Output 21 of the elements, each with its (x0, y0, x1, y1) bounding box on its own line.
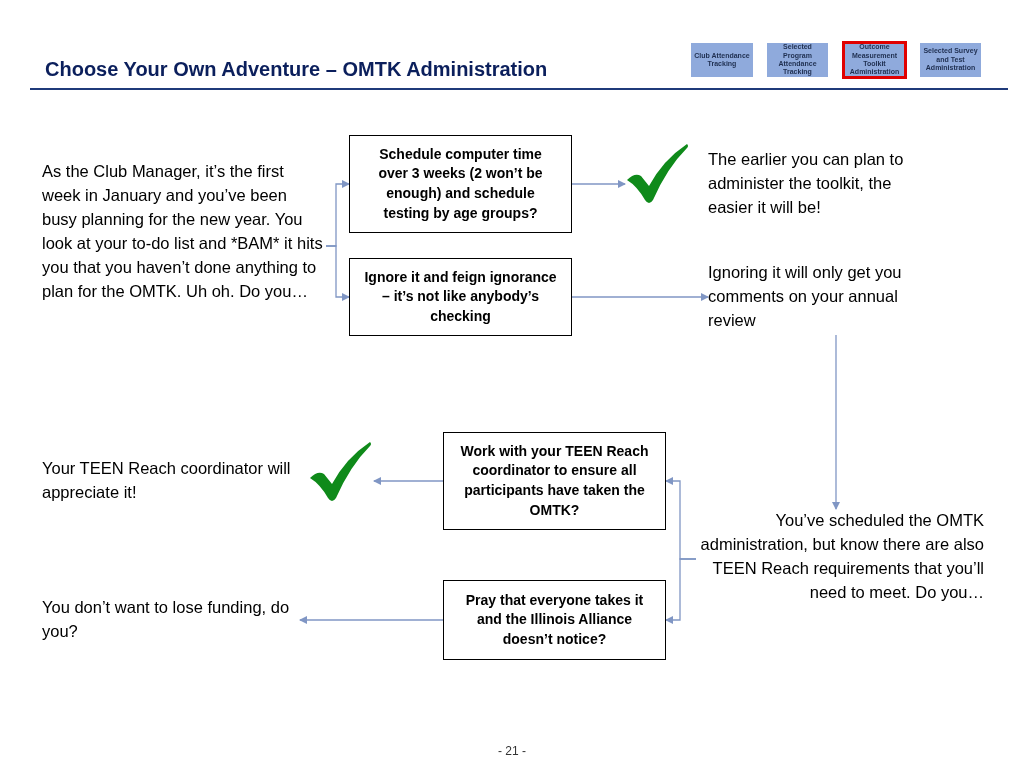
scenario-text: Ignoring it will only get you comments on your annual review (708, 261, 938, 335)
arrow (665, 558, 697, 624)
scenario-text: As the Club Manager, it’s the first week in January and you’ve been busy planning for the new year. You look at your to-do list and *BAM* it hits you that you haven’t done anything to plan for the OMTK. Uh oh. Do you… (42, 160, 326, 332)
choice-box: Ignore it and feign ignorance – it’s not like anybody’s checking (349, 258, 572, 336)
arrow (373, 477, 444, 485)
outcome-text: The earlier you can plan to administer the toolkit, the easier it will be! (708, 149, 905, 218)
check-mark-icon (308, 440, 374, 504)
arrow (325, 245, 350, 301)
arrow (571, 180, 626, 188)
scenario-text: You don’t want to lose funding, do you? (42, 596, 300, 646)
outcome-text: Your TEEN Reach coordinator will appreciate it! (42, 458, 292, 503)
slide-title: Choose Your Own Adventure – OMTK Administration (45, 58, 548, 81)
check-mark-icon (625, 142, 691, 206)
choice-box: Work with your TEEN Reach coordinator to ensure all participants have taken the OMTK? (443, 432, 666, 530)
arrow (832, 334, 840, 510)
arrow (299, 616, 444, 624)
choice-box: Pray that everyone takes it and the Illinois Alliance doesn’t notice? (443, 580, 666, 660)
choice-box: Schedule computer time over 3 weeks (2 won’t be enough) and schedule testing by age groups? (349, 135, 572, 233)
page-number: - 21 - (497, 744, 527, 758)
scenario-text: You’ve scheduled the OMTK administration, but know there are also TEEN Reach requirements that you’ll need to meet. Do you… (697, 509, 984, 609)
arrow (571, 293, 709, 301)
